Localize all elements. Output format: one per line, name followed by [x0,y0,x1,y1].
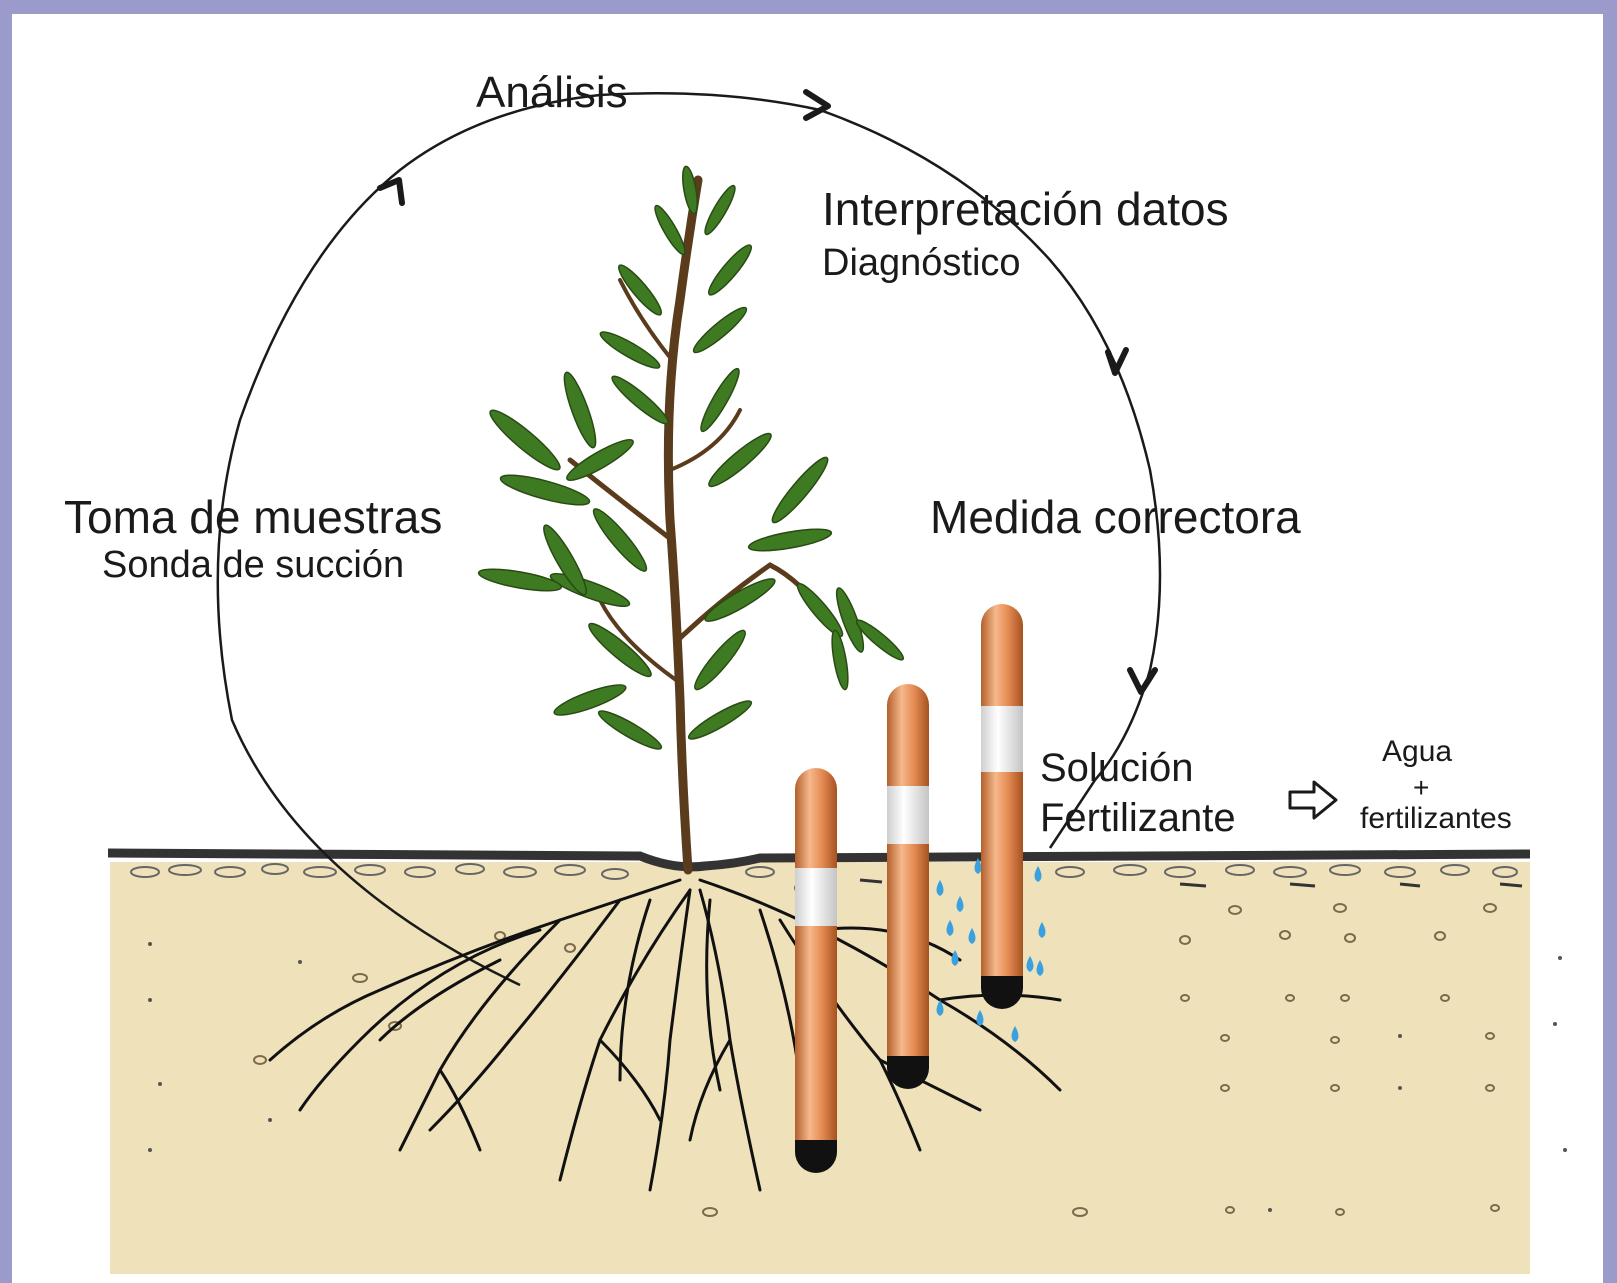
label-toma-muestras: Toma de muestras [64,490,442,544]
chevron-arrow-icon [1130,670,1155,692]
outline-right-arrow-icon [1290,782,1336,818]
label-agua: Agua [1382,735,1452,769]
label-sonda: Sonda de succión [102,544,404,587]
label-fertilizante: Fertilizante [1040,796,1236,841]
chevron-arrow-icon [806,92,828,118]
chevron-arrow-icon [1108,350,1126,373]
label-plus: + [1413,772,1429,804]
label-medida-correctora: Medida correctora [930,490,1301,544]
label-solucion: Solución [1040,746,1193,791]
frame-right [1603,0,1617,1283]
frame-left [0,0,12,1283]
label-diagnostico: Diagnóstico [822,242,1021,285]
label-interpretacion: Interpretación datos [822,182,1229,236]
frame-top [0,0,1617,14]
suction-probe-3 [981,604,1023,1009]
chevron-arrow-icon [380,180,402,203]
label-analisis: Análisis [476,68,628,118]
suction-probe-2 [887,684,929,1089]
suction-probe-1 [795,768,837,1173]
label-fertilizantes: fertilizantes [1360,802,1512,836]
